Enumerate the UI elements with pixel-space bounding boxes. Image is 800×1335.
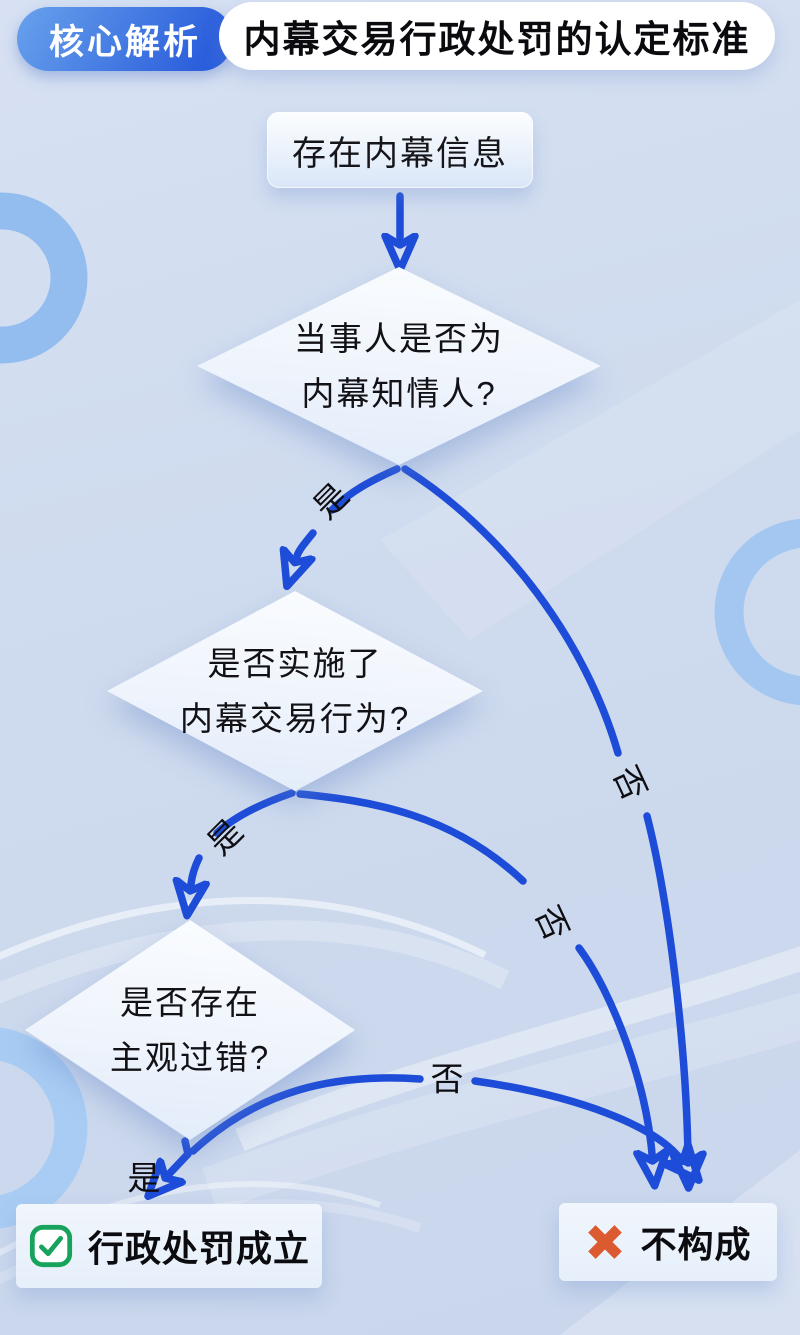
ring-decoration-bottom-left [0,1027,88,1229]
start-node-label: 存在内幕信息 [292,134,508,173]
outcome-penalty-established: 行政处罚成立 [16,1204,322,1288]
ring-decoration-right [714,518,800,706]
check-icon [28,1223,74,1269]
flow-node-start: 存在内幕信息 [267,112,533,188]
header-badge-label: 核心解析 [48,22,201,62]
flow-decision-insider: 当事人是否为 内幕知情人? [197,267,601,465]
header-badge: 核心解析 [17,7,233,71]
cross-icon [584,1221,626,1263]
outcome-label: 行政处罚成立 [87,1228,310,1269]
decision-line: 是否实施了 [207,645,383,682]
decision-line: 当事人是否为 [294,320,504,357]
decision-text: 当事人是否为 内幕知情人? [197,267,601,465]
decision-line: 内幕知情人? [301,375,497,412]
decision-text: 是否存在 主观过错? [25,920,355,1140]
flow-decision-subjective-fault: 是否存在 主观过错? [25,920,355,1140]
decision-line: 主观过错? [109,1039,271,1076]
decision-text: 是否实施了 内幕交易行为? [107,591,483,791]
page-title: 内幕交易行政处罚的认定标准 [219,2,775,70]
decision-line: 内幕交易行为? [179,700,411,737]
edge-label-no-3: 否 [430,1060,464,1098]
page-title-label: 内幕交易行政处罚的认定标准 [243,19,751,60]
ring-decoration-top-left [0,192,88,364]
decision-line: 是否存在 [120,984,260,1021]
flow-decision-trading-conduct: 是否实施了 内幕交易行为? [107,591,483,791]
outcome-label: 不构成 [640,1224,752,1265]
outcome-not-constituted: 不构成 [559,1203,777,1281]
edge-label-yes-3: 是 [127,1159,161,1197]
